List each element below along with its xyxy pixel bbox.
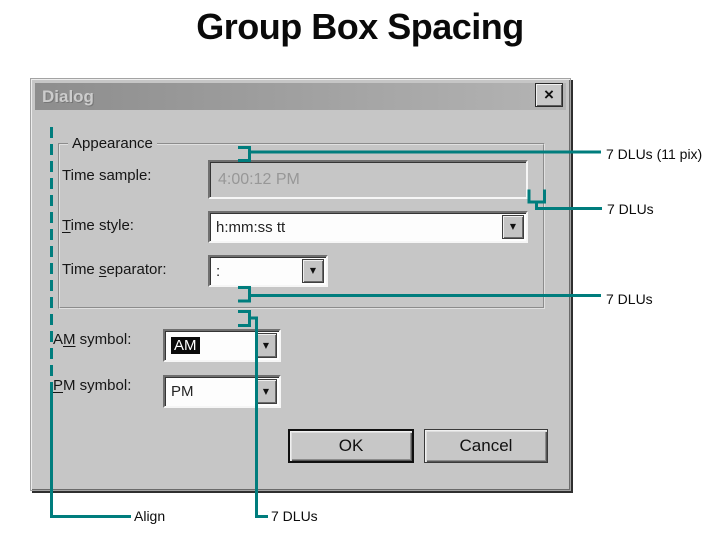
pm-symbol-label: PM symbol:	[53, 377, 131, 394]
dialog-titlebar[interactable]: Dialog	[35, 83, 566, 110]
dropdown-arrow-icon: ▼	[262, 386, 270, 396]
label-accel: T	[62, 217, 71, 234]
label-accel: s	[98, 261, 107, 278]
label-accel: M	[63, 331, 76, 348]
page-title: Group Box Spacing	[196, 6, 524, 47]
annotation-groupbox-bottom: 7 DLUs	[606, 291, 653, 307]
time-style-combobox[interactable]: h:mm:ss tt ▼	[208, 211, 528, 243]
time-sample-label: Time sample:	[62, 167, 151, 184]
label-text: ime style:	[70, 217, 134, 234]
close-icon: ×	[544, 84, 554, 104]
label-text: symbol:	[75, 331, 132, 348]
dialog-title: Dialog	[42, 86, 94, 106]
annotation-align: Align	[134, 508, 166, 524]
time-sample-value: 4:00:12 PM	[218, 170, 300, 188]
time-separator-dropdown-button[interactable]: ▼	[302, 259, 324, 283]
annotation-below-groupbox: 7 DLUs	[271, 508, 318, 524]
annotation-top-right: 7 DLUs (11 pix)	[606, 146, 703, 162]
am-symbol-dropdown-button[interactable]: ▼	[255, 333, 277, 358]
label-text: M symbol:	[63, 377, 132, 394]
label-accel: P	[53, 377, 64, 394]
time-style-label: Time style:	[62, 217, 134, 234]
label-text: Time sample:	[62, 167, 152, 184]
am-symbol-combobox[interactable]: AM ▼	[163, 329, 281, 362]
am-symbol-label: AM symbol:	[53, 331, 131, 348]
dialog-window: Dialog × Appearance Time sample: 4:00:12…	[30, 78, 571, 491]
annotation-field-right: 7 DLUs	[607, 201, 654, 217]
dropdown-arrow-icon: ▼	[262, 340, 270, 350]
dropdown-arrow-icon: ▼	[509, 222, 517, 231]
time-separator-label: Time separator:	[62, 261, 167, 278]
cancel-button-label: Cancel	[459, 436, 513, 455]
time-style-dropdown-button[interactable]: ▼	[502, 215, 524, 239]
pm-symbol-dropdown-button[interactable]: ▼	[255, 379, 277, 404]
close-button[interactable]: ×	[535, 83, 563, 107]
label-text: A	[53, 331, 64, 348]
pm-symbol-combobox[interactable]: PM ▼	[163, 375, 281, 408]
time-style-value: h:mm:ss tt	[216, 218, 286, 236]
pm-symbol-value: PM	[171, 383, 194, 400]
am-symbol-value-selected: AM	[171, 337, 200, 354]
dropdown-arrow-icon: ▼	[309, 266, 317, 275]
label-text: Time	[62, 261, 99, 278]
appearance-groupbox: Appearance	[58, 135, 545, 309]
label-text: eparator:	[106, 261, 167, 278]
time-separator-value: :	[216, 262, 221, 280]
cancel-button[interactable]: Cancel	[424, 429, 548, 463]
ok-button[interactable]: OK	[288, 429, 414, 463]
groupbox-label: Appearance	[68, 135, 157, 152]
time-separator-combobox[interactable]: : ▼	[208, 255, 328, 287]
ok-button-label: OK	[338, 436, 364, 455]
time-sample-field: 4:00:12 PM	[208, 160, 528, 199]
